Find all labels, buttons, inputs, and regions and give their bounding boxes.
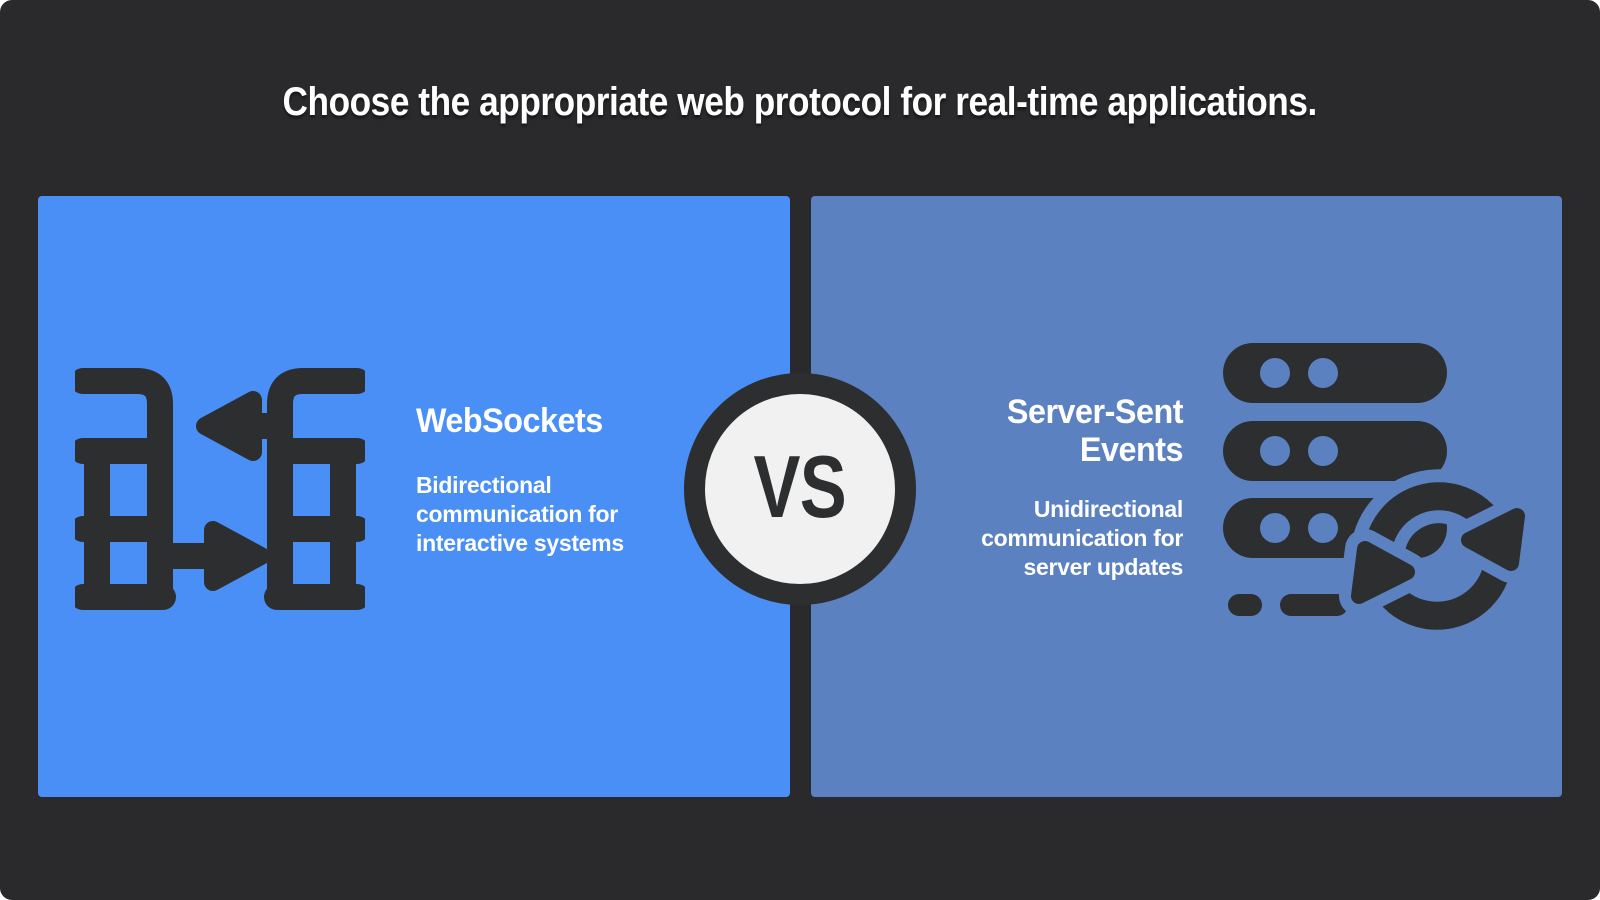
websockets-heading: WebSockets (416, 402, 603, 440)
bidirectional-exchange-icon (75, 368, 365, 610)
sse-description: Unidirectional communication for server … (981, 496, 1183, 581)
exchange-arrowheads (196, 391, 270, 591)
panel-server-sent-events: Server-Sent Events Unidirectional commun… (811, 196, 1562, 797)
server-led-dots (1260, 358, 1338, 543)
page-title: Choose the appropriate web protocol for … (0, 80, 1600, 125)
page-title-text: Choose the appropriate web protocol for … (282, 80, 1318, 124)
sse-textblock: Server-Sent Events Unidirectional commun… (931, 393, 1183, 582)
base-dash (1280, 594, 1348, 616)
panel-websockets: WebSockets Bidirectional communication f… (38, 196, 790, 797)
sync-arrows-icon (1339, 469, 1535, 643)
sse-heading: Server-Sent Events (1006, 393, 1184, 470)
websockets-textblock: WebSockets Bidirectional communication f… (416, 402, 638, 558)
base-dot (1228, 594, 1262, 616)
vs-label: VS (753, 437, 847, 536)
server-sync-icon (1223, 343, 1535, 643)
websockets-description: Bidirectional communication for interact… (416, 472, 624, 557)
vs-badge: VS (684, 373, 916, 605)
